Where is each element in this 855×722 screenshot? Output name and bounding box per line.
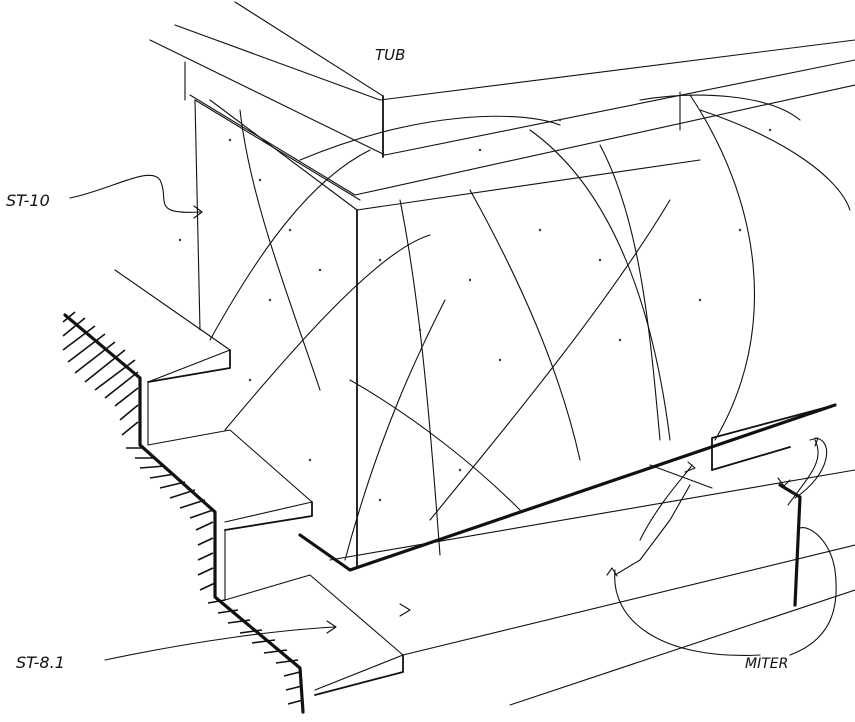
ground-profile [62,311,305,714]
speckle [178,118,772,502]
tub-slab [149,1,855,201]
label-st10: ST-10 [6,191,50,210]
miter-detail [614,437,837,656]
label-miter: MITER [745,656,788,672]
label-tub: TUB [375,46,405,64]
wall-block [194,99,837,572]
stairs [114,269,855,706]
leaders [69,174,819,661]
label-st81: ST-8.1 [16,653,65,672]
texture-strokes [209,94,851,561]
